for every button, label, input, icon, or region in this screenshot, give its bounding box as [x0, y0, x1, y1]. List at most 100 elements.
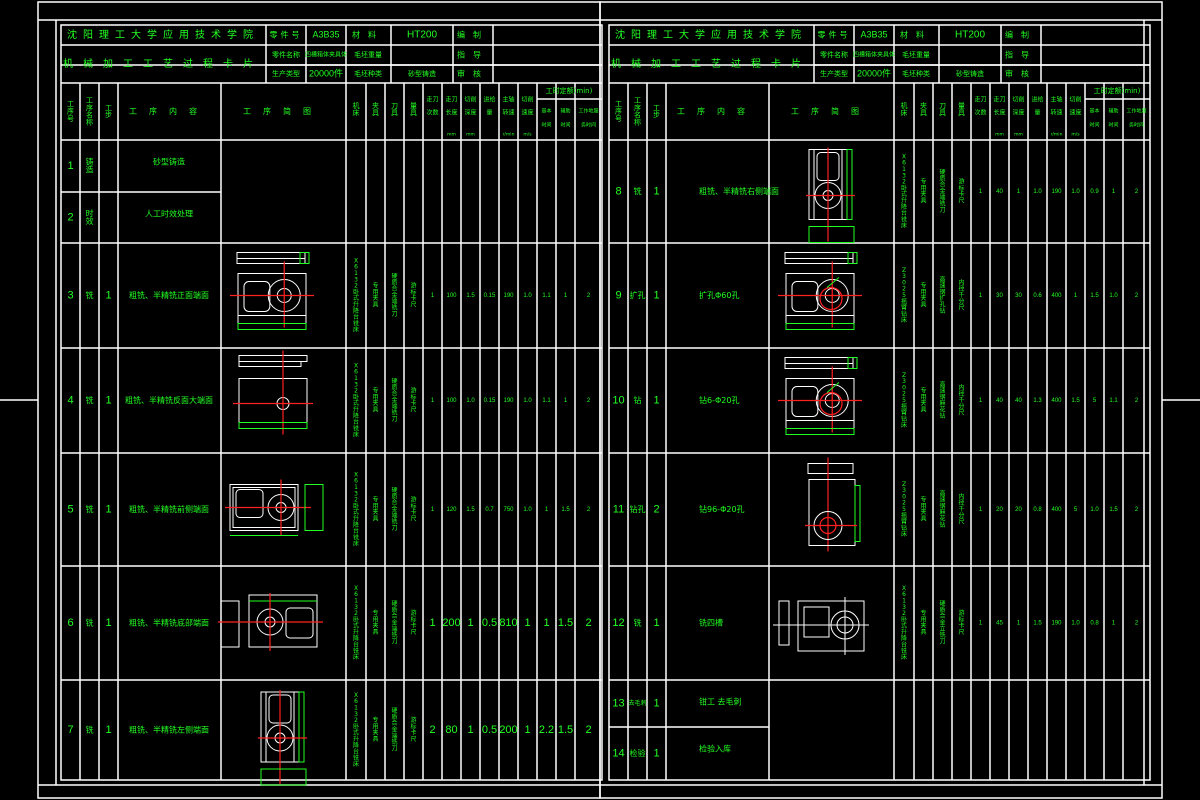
row-value: 2 — [1135, 507, 1139, 513]
vertical-char: 升 — [353, 628, 359, 636]
vertical-char: 标 — [410, 502, 416, 510]
row-value: 1 — [564, 398, 568, 404]
process-sketch-drill6 — [778, 357, 862, 435]
vertical-char: 标 — [410, 722, 416, 730]
sketch-dimension — [847, 357, 858, 369]
vertical-char: 游 — [410, 387, 416, 395]
row-name: 铣 — [634, 186, 642, 196]
sketch-dimension-bottom — [238, 422, 308, 429]
vertical-char: 具 — [372, 515, 378, 522]
col-header-2: 刀具 — [391, 102, 398, 117]
vertical-char: 6 — [902, 160, 906, 167]
vertical-char: 花 — [939, 514, 945, 522]
row-step: 1 — [653, 747, 659, 759]
vertical-char: 用 — [920, 616, 926, 623]
row-value: 20 — [996, 507, 1003, 513]
sketch-pocket — [285, 607, 314, 639]
row-value: 190 — [1051, 621, 1062, 627]
vertical-char: 降 — [353, 307, 359, 315]
review-label: 审核 — [457, 69, 489, 79]
row-content: 钻96-Φ20孔 — [699, 504, 745, 514]
vertical-char: 2 — [354, 283, 358, 290]
vertical-char: 升 — [901, 196, 907, 204]
vertical-char: 3 — [902, 273, 906, 280]
vertical-char: 质 — [391, 713, 397, 721]
sketch-pocket — [803, 606, 830, 638]
row-value: 1 — [979, 621, 983, 627]
vertical-char: 质 — [391, 278, 397, 286]
row-content: 粗铣、半精铣正面端面 — [129, 290, 209, 300]
vertical-char: 台 — [353, 313, 359, 321]
sketch-side-view-lower — [238, 361, 302, 367]
row-seq: 7 — [67, 724, 73, 736]
col-header-3: 量具 — [410, 102, 417, 117]
vertical-char: 标 — [958, 184, 964, 192]
vertical-char: 尺 — [958, 197, 964, 204]
row-value: 1 — [524, 724, 530, 736]
row-value: 200 — [499, 724, 517, 736]
row-value: 190 — [1051, 189, 1062, 195]
col-header-3: 量具 — [958, 102, 965, 117]
vertical-char: 专 — [920, 496, 926, 504]
vertical-char: 6 — [354, 369, 358, 376]
vertical-char: 机 — [353, 101, 360, 110]
row-value: 0.15 — [484, 293, 496, 299]
col-header-line2: 速度 — [1069, 109, 1081, 117]
row-seq: 1 — [67, 160, 73, 172]
vertical-char: 3 — [354, 276, 358, 283]
vertical-char: 3 — [354, 490, 358, 497]
row-value: 1.0 — [1033, 189, 1042, 195]
vertical-char: 号 — [615, 115, 622, 123]
vertical-char: 床 — [901, 222, 907, 230]
row-step: 1 — [105, 289, 111, 301]
vertical-char: 质 — [391, 383, 397, 391]
sheet-frame — [608, 24, 1151, 781]
row-step: 1 — [105, 724, 111, 736]
vertical-char: 金 — [391, 396, 397, 404]
blank-weight-label: 毛坯重量 — [902, 50, 930, 59]
vertical-char: 1 — [354, 270, 358, 277]
vertical-char: 分 — [958, 297, 964, 305]
vertical-char: 刀 — [391, 416, 397, 423]
process-sketch-slots — [773, 597, 869, 655]
row-name: 钻孔 — [630, 504, 646, 514]
row-value: 400 — [1051, 507, 1062, 513]
col-header-7: 进给量 — [1031, 96, 1043, 117]
part-no-label: 零件号 — [270, 30, 303, 40]
col-header-line1: 走刀 — [445, 96, 457, 104]
row-value: 0.8 — [1033, 507, 1042, 513]
vertical-char: 6 — [902, 591, 906, 598]
vertical-char: 式 — [901, 190, 907, 198]
vertical-char: 台 — [353, 418, 359, 426]
process-sketch-right — [806, 147, 855, 243]
vertical-char: 端 — [391, 732, 397, 740]
row-value: 1.3 — [1033, 398, 1042, 404]
vertical-char: 铣 — [901, 647, 907, 655]
vertical-char: 1 — [902, 166, 906, 173]
vertical-char: 卧 — [901, 615, 907, 623]
col-step-header: 工步 — [105, 104, 112, 119]
row-value: 2 — [1135, 621, 1139, 627]
part-no-label: 零件号 — [818, 30, 851, 40]
row-value: 40 — [996, 398, 1003, 404]
col-header-line2: 深度 — [464, 109, 476, 117]
vertical-char: 合 — [391, 285, 397, 293]
row-value: 120 — [446, 507, 457, 513]
col-header-line2: 深度 — [1012, 109, 1024, 117]
vertical-char: 径 — [958, 390, 964, 398]
row-value: 810 — [499, 617, 517, 629]
part-name: 四槽箱体夹具体 — [305, 51, 347, 59]
col-header-1: 夹具 — [372, 101, 379, 117]
